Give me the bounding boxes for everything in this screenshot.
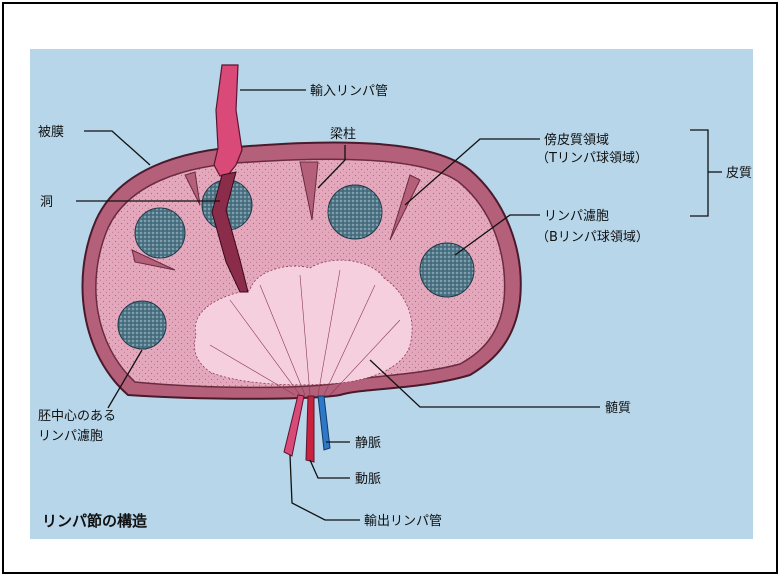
label-vein: 静脈 (355, 436, 381, 451)
label-cortex: 皮質 (726, 166, 752, 181)
follicle (135, 208, 185, 258)
diagram-title: リンパ節の構造 (42, 512, 147, 530)
label-capsule: 被膜 (38, 125, 64, 140)
efferent-vessel (284, 395, 304, 456)
afferent-vessel (214, 65, 242, 176)
label-sinus: 洞 (40, 195, 53, 210)
label-follicle-sub: （Bリンパ球領域） (536, 229, 649, 245)
follicle (420, 243, 474, 297)
label-artery: 動脈 (355, 472, 381, 487)
artery-vessel (306, 396, 314, 462)
label-paracortex-sub: （Tリンパ球領域） (536, 150, 648, 166)
label-follicle: リンパ濾胞 (544, 209, 609, 224)
label-efferent-lymph-vessel: 輸出リンパ管 (364, 514, 442, 529)
label-paracortex: 傍皮質領域 (544, 132, 609, 148)
label-afferent-lymph-vessel: 輸入リンパ管 (310, 84, 388, 99)
follicle (328, 185, 382, 239)
germinal-center-follicle (118, 301, 166, 349)
label-germinal-center-1: 胚中心のある (38, 409, 116, 424)
label-germinal-center-2: リンパ濾胞 (38, 429, 103, 444)
label-trabecula: 梁柱 (330, 127, 356, 142)
label-medulla: 髄質 (605, 401, 631, 416)
